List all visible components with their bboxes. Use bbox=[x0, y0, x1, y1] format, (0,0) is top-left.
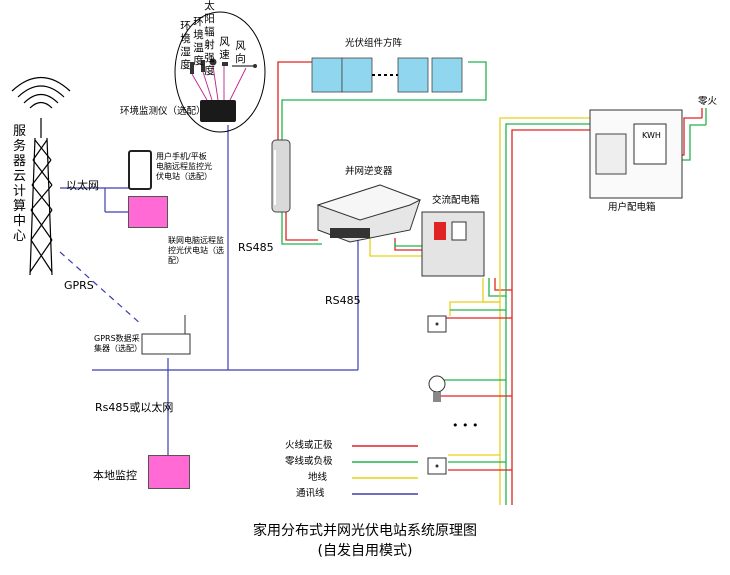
label-ethernet: 以太网 bbox=[66, 179, 99, 192]
dc-combiner bbox=[271, 139, 291, 213]
label-phone: 用户手机/平板电脑远程监控光伏电站（选配） bbox=[156, 152, 212, 181]
pc-local-icon bbox=[148, 455, 190, 489]
label-solar-radiation: 太阳辐射强度 bbox=[204, 0, 215, 77]
label-wind-speed: 风速 bbox=[219, 36, 230, 61]
outlet-1 bbox=[427, 315, 447, 333]
label-inverter: 并网逆变器 bbox=[345, 166, 393, 177]
legend-label-3: 通讯线 bbox=[296, 488, 325, 499]
communication-lines bbox=[60, 125, 359, 460]
label-user-box: 用户配电箱 bbox=[608, 202, 656, 213]
label-rs485-ethernet: Rs485或以太网 bbox=[95, 401, 174, 414]
legend-label-2: 地线 bbox=[308, 472, 328, 483]
label-local-monitor: 本地监控 bbox=[93, 469, 137, 482]
phone-icon bbox=[128, 150, 152, 190]
label-gprs: GPRS bbox=[64, 279, 94, 292]
label-env-monitor: 环境监测仪（选配） bbox=[120, 106, 206, 117]
label-rs485-right: RS485 bbox=[325, 294, 361, 307]
dc-wiring bbox=[277, 61, 487, 245]
legend-label-1: 零线或负极 bbox=[285, 456, 333, 467]
legend-swatches bbox=[352, 445, 418, 495]
label-meter: KWH bbox=[642, 131, 661, 140]
pv-panels bbox=[311, 57, 463, 93]
user-box-icon bbox=[589, 109, 683, 199]
outlet-2 bbox=[427, 457, 447, 475]
label-pc-remote: 联网电脑远程监控光伏电站（选配） bbox=[168, 236, 224, 265]
inverter-icon bbox=[316, 184, 422, 243]
label-gprs-collector: GPRS数据采集器（选配） bbox=[94, 334, 142, 353]
label-dots: • • • bbox=[452, 419, 479, 432]
diagram-title: 家用分布式并网光伏电站系统原理图 bbox=[253, 523, 477, 539]
gprs-dashed-link bbox=[59, 251, 143, 326]
label-env-temp: 环境温度 bbox=[193, 16, 204, 67]
pc-remote-icon bbox=[128, 196, 168, 228]
label-wind-direction: 风向 bbox=[235, 40, 246, 65]
server-tower-icon bbox=[11, 77, 71, 276]
gprs-collector-icon bbox=[141, 315, 191, 355]
label-env-humidity: 环境湿度 bbox=[180, 20, 191, 71]
bulb bbox=[428, 375, 446, 402]
ac-box-icon bbox=[421, 211, 485, 277]
label-rs485-left: RS485 bbox=[238, 241, 274, 254]
sensor-icons bbox=[190, 58, 257, 74]
env-monitor-box bbox=[174, 11, 266, 133]
legend-label-0: 火线或正极 bbox=[285, 440, 333, 451]
sensor-wires bbox=[191, 65, 247, 101]
label-pv-array: 光伏组件方阵 bbox=[345, 38, 403, 49]
ac-wiring bbox=[369, 238, 425, 257]
diagram-subtitle: (自发自用模式) bbox=[317, 543, 413, 559]
label-ac-box: 交流配电箱 bbox=[432, 195, 480, 206]
label-server-cloud: 服务器云计算中心 bbox=[12, 124, 26, 244]
label-zero-fire: 零火 bbox=[698, 96, 718, 107]
